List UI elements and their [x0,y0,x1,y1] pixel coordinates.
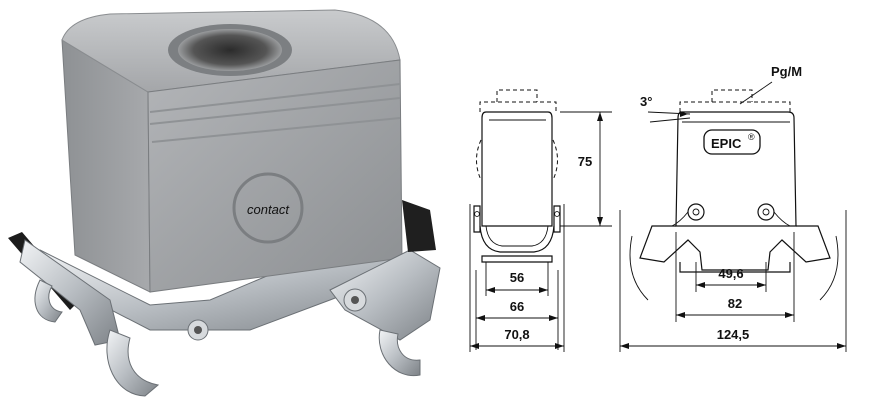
label-thread: Pg/M [771,64,802,79]
dim-outer-front: 124,5 [717,327,750,342]
housing-photo: contact [8,9,441,397]
right-top-lever [402,200,436,252]
housing-logo: contact [232,172,304,244]
label-brand-mark: ® [748,132,755,142]
side-view-drawing: 75 56 66 70,8 [469,89,612,352]
epic-badge [703,129,761,155]
dim-inner: 56 [510,270,524,285]
dim-height: 75 [578,154,592,169]
dim-inner-front: 82 [728,296,742,311]
label-brand: EPIC [711,136,742,151]
left-hook [34,279,63,323]
dim-mid: 66 [510,299,524,314]
dim-hole-spacing: 49,6 [718,266,743,281]
front-view-drawing: Pg/M 3° EPIC ® 49,6 [619,64,847,352]
left-latch-arm [19,239,121,346]
dim-outer: 70,8 [504,327,529,342]
front-hook [106,329,160,397]
logo-text: contact [247,202,290,217]
right-hook [378,329,421,377]
label-angle: 3° [640,94,652,109]
